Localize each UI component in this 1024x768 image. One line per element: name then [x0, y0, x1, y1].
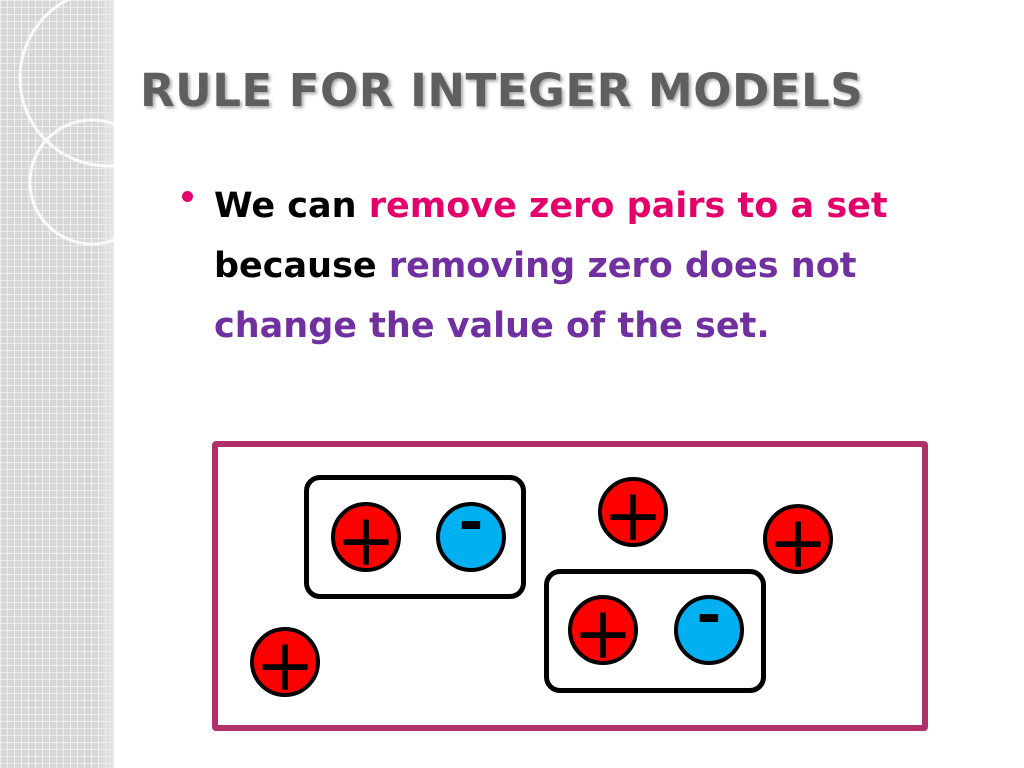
positive-counter: + — [763, 502, 833, 582]
positive-counter: + — [568, 593, 638, 673]
positive-counter: + — [598, 475, 668, 555]
negative-counter: - — [436, 486, 506, 572]
bullet-segment-we-can: We can — [214, 186, 369, 226]
minus-sign: - — [458, 486, 484, 556]
bullet-marker — [182, 191, 193, 202]
decorative-side-panel — [0, 0, 113, 768]
plus-sign: + — [767, 500, 829, 584]
slide-title: RULE FOR INTEGER MODELS — [140, 64, 864, 117]
bullet-segment-remove-zero-pairs: remove zero pairs to a set — [368, 186, 888, 226]
decorative-circles — [18, 0, 160, 246]
bullet-segment-because: because — [214, 246, 389, 286]
bullet-text: We can remove zero pairs to a set becaus… — [214, 176, 974, 356]
bullet-point: We can remove zero pairs to a set becaus… — [182, 176, 972, 356]
minus-sign: - — [696, 579, 722, 649]
bullet-segment-removing-zero: removing zero does not change the value … — [214, 246, 857, 346]
plus-sign: + — [572, 591, 634, 675]
side-panel-shade — [100, 0, 114, 768]
positive-counter: + — [250, 625, 320, 705]
positive-counter: + — [331, 500, 401, 580]
plus-sign: + — [254, 623, 316, 707]
negative-counter: - — [674, 579, 744, 665]
plus-sign: + — [602, 473, 664, 557]
plus-sign: + — [335, 498, 397, 582]
